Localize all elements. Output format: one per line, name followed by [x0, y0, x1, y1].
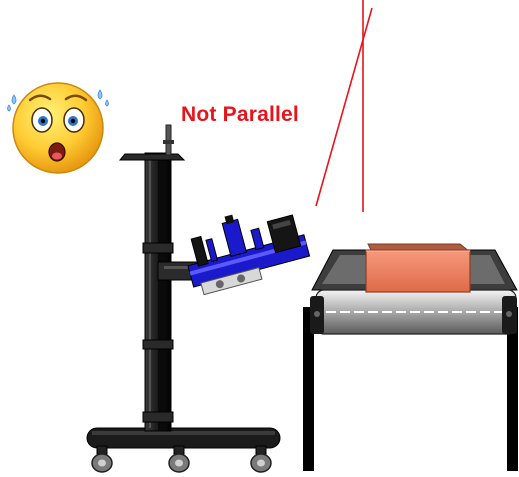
not-parallel-label: Not Parallel	[181, 103, 299, 126]
reference-lines	[315, 0, 373, 212]
package-box-icon	[365, 243, 472, 293]
surprised-face-icon	[7, 82, 109, 174]
label-applicator-stand-icon	[86, 124, 311, 473]
